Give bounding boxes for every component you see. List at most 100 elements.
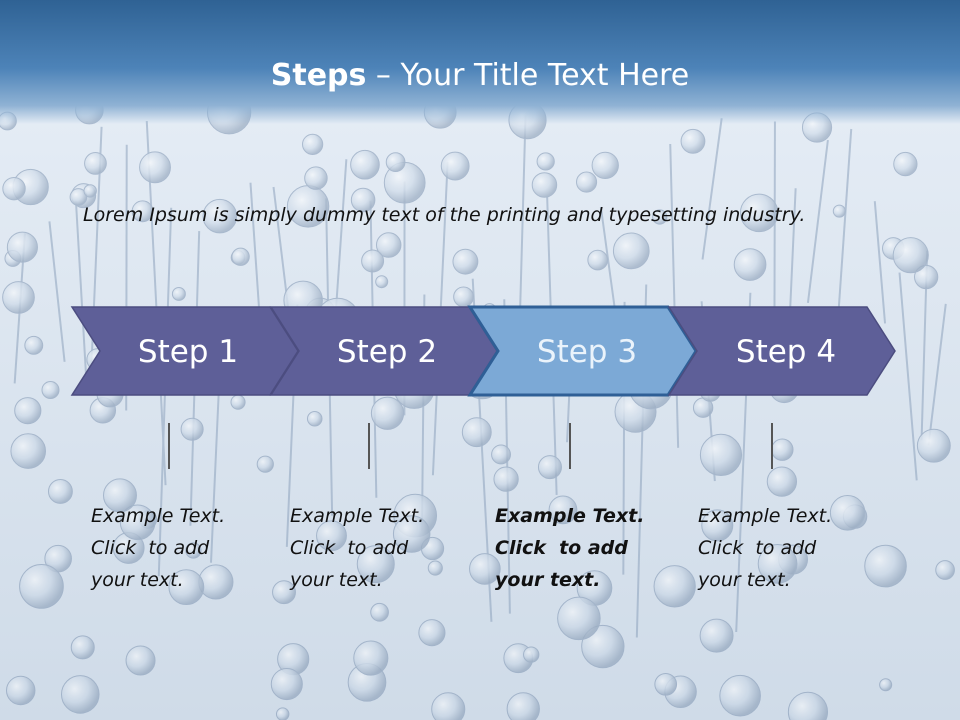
bg-bead [557,596,601,641]
bg-bead [385,152,406,172]
bg-bead [916,428,951,463]
bg-bead [350,187,376,213]
bg-bead [431,692,466,720]
step-4-label: Step 4 [736,334,836,370]
step-2-caption-line-2: Click to add [290,537,409,559]
bg-strand [74,200,89,395]
bg-strand [701,118,723,260]
bg-bead [576,171,598,193]
step-3[interactable]: Step 3 [467,305,698,397]
step-2[interactable]: Step 2 [269,306,498,396]
bg-bead [270,668,303,701]
bg-bead [418,619,446,647]
bg-strand [518,115,527,320]
bg-bead [699,433,743,477]
bg-bead [506,692,540,720]
bg-bead [654,672,678,696]
bg-bead [587,249,609,271]
step-3-caption[interactable]: Example Text. Click to add your text. [495,500,685,596]
bg-bead [180,417,204,441]
bg-bead [375,275,389,289]
bg-bead [537,455,562,480]
step-1-chevron [70,306,299,396]
bg-bead [370,396,405,430]
step-1-caption[interactable]: Example Text. Click to add your text. [91,500,281,596]
intro-text[interactable]: Lorem Ipsum is simply dummy text of the … [83,204,806,226]
bg-bead [766,466,798,497]
step-2-caption[interactable]: Example Text. Click to add your text. [290,500,480,596]
bg-bead [24,335,44,355]
bg-bead [491,444,511,465]
bg-bead [131,200,154,223]
step-1-label: Step 1 [138,334,238,370]
step-4-caption[interactable]: Example Text. Click to add your text. [698,500,888,596]
step-3-label: Step 3 [537,334,637,370]
bg-bead [272,580,296,605]
bg-bead [739,193,779,233]
bg-bead [2,176,26,201]
bg-bead [733,248,767,281]
step-3-caption-line-3: your text. [495,569,601,591]
title-bar [0,0,960,124]
bg-bead [548,495,578,525]
slide-title[interactable]: Steps – Your Title Text Here [0,56,960,96]
step-1-caption-line-1: Example Text. [91,505,226,527]
bg-bead [361,249,385,273]
title-strong: Steps [270,58,367,93]
bg-strand [806,139,829,303]
bg-bead [892,237,929,274]
bg-bead [370,602,389,622]
step-3-chevron [467,305,698,397]
bg-bead [392,515,431,553]
bg-bead [832,204,846,218]
bg-strand [48,221,66,362]
bg-bead [125,645,156,676]
bg-bead [581,624,625,669]
bg-bead [119,504,156,541]
bg-bead [469,553,501,585]
bg-bead [829,495,866,531]
bg-bead [699,618,734,653]
bg-bead [440,151,470,181]
step-2-caption-line-1: Example Text. [290,505,425,527]
bg-bead [427,560,443,576]
bg-bead [14,397,42,425]
step-2-label: Step 2 [337,334,437,370]
bg-bead [5,675,36,706]
bg-bead [316,520,347,552]
bg-bead [701,509,734,542]
bg-bead [69,188,88,206]
bg-bead [6,231,38,263]
bg-bead [10,433,47,469]
bg-bead [171,286,186,301]
bg-bead [60,675,100,714]
step-4[interactable]: Step 4 [667,306,896,396]
bg-bead [168,569,205,606]
bg-bead [202,198,238,234]
bg-strand [669,143,680,448]
step-2-caption-line-3: your text. [290,569,383,591]
step-1[interactable]: Step 1 [70,306,299,396]
bg-bead [350,149,380,180]
bg-bead [103,478,137,513]
bg-bead [231,247,250,266]
step-4-chevron [667,306,896,396]
step-3-caption-line-2: Click to add [495,537,628,559]
bg-bead [719,674,761,717]
bg-bead [375,232,402,258]
bg-bead [893,151,918,177]
bg-strand [927,303,947,446]
bg-bead [306,411,323,427]
bg-bead [612,232,650,270]
bg-bead [41,380,60,399]
bg-bead [864,544,907,588]
bg-bead [302,133,324,155]
bg-bead [531,172,558,198]
bg-strand [873,201,887,324]
bg-bead [879,678,893,692]
bg-bead [139,151,171,184]
bg-bead [83,184,97,198]
bg-bead [356,545,395,584]
bg-bead [275,707,290,720]
